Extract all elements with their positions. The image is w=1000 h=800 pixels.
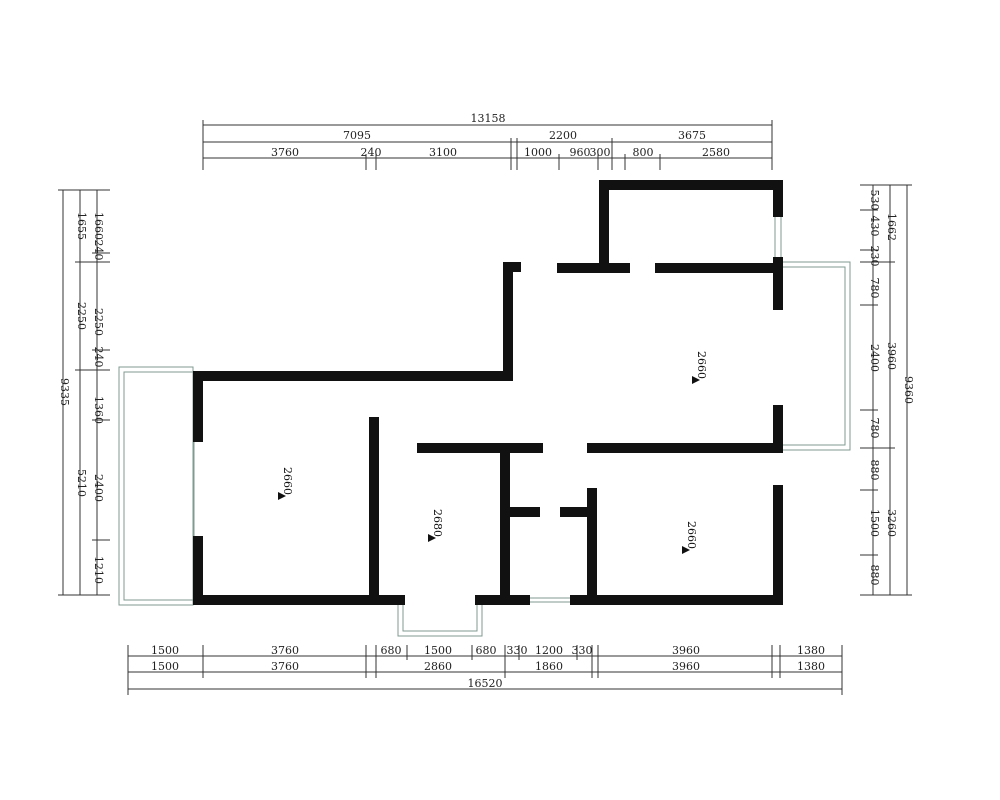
dim-label: 1200: [535, 644, 563, 657]
dim-label: 880: [868, 460, 881, 481]
right-windows: [774, 212, 782, 555]
dim-label: 800: [633, 146, 654, 159]
dim-label: 3760: [271, 660, 299, 673]
room-elevation-left: 2660: [278, 467, 294, 500]
dim-label: 530: [868, 190, 881, 211]
dim-label: 2400: [92, 474, 105, 502]
dim-label: 3960: [885, 342, 898, 370]
dim-label: 1655: [75, 212, 88, 240]
room-elevation-top-right: 2660: [692, 351, 708, 384]
dim-label: 3675: [678, 129, 706, 142]
dim-label: 16520: [468, 677, 503, 690]
dim-label: 2250: [92, 308, 105, 336]
dim-label: 1000: [524, 146, 552, 159]
elevation-label: 2660: [685, 521, 698, 549]
balconies: [118, 212, 851, 637]
dim-label: 300: [590, 146, 611, 159]
dim-label: 240: [92, 347, 105, 368]
dim-label: 230: [868, 246, 881, 267]
dim-label: 2400: [868, 344, 881, 372]
dim-label: 1210: [92, 556, 105, 584]
dim-label: 1662: [885, 213, 898, 241]
elevation-marker-icon: [682, 546, 690, 554]
dim-label: 2200: [549, 129, 577, 142]
dim-label: 1360: [92, 396, 105, 424]
dim-label: 5210: [75, 469, 88, 497]
dim-label: 1500: [151, 660, 179, 673]
dim-label: 3260: [885, 509, 898, 537]
dim-label: 2250: [75, 302, 88, 330]
bottom-window: [525, 597, 575, 603]
dim-label: 3760: [271, 146, 299, 159]
dim-label: 330: [572, 644, 593, 657]
walls: [193, 180, 783, 605]
dim-label: 780: [868, 418, 881, 439]
dim-label: 1380: [797, 644, 825, 657]
dim-label: 680: [381, 644, 402, 657]
right-dimensions: 530 430 230 780 2400 780 880 1500 880 16…: [860, 184, 915, 596]
dim-label: 960: [570, 146, 591, 159]
elevation-label: 2660: [695, 351, 708, 379]
dim-label: 1380: [797, 660, 825, 673]
dim-label: 780: [868, 278, 881, 299]
dim-label: 9360: [902, 376, 915, 404]
room-elevation-middle: 2680: [428, 509, 444, 542]
dim-label: 430: [868, 216, 881, 237]
dim-label: 240: [92, 240, 105, 261]
elevation-label: 2680: [431, 509, 444, 537]
dim-label: 13158: [471, 112, 506, 125]
room-elevation-bottom-right: 2660: [682, 521, 698, 554]
dim-label: 1860: [535, 660, 563, 673]
room-elevations: 2660 2680 2660 2660: [278, 351, 708, 554]
elevation-label: 2660: [281, 467, 294, 495]
dim-label: 880: [868, 565, 881, 586]
dim-label: 330: [507, 644, 528, 657]
dim-label: 3760: [271, 644, 299, 657]
dim-label: 3100: [429, 146, 457, 159]
dim-label: 680: [476, 644, 497, 657]
dim-label: 3960: [672, 660, 700, 673]
bottom-dimensions: 1500 3760 680 1500 680 330 1200 330 3960…: [127, 644, 843, 695]
left-dimensions: 9335 1655 2250 5210 1660 240 2250 240 13…: [58, 189, 110, 596]
dim-label: 2580: [702, 146, 730, 159]
dim-label: 9335: [58, 378, 71, 406]
dim-label: 2860: [424, 660, 452, 673]
left-balcony: [118, 366, 194, 606]
dim-label: 240: [361, 146, 382, 159]
dim-label: 7095: [343, 129, 371, 142]
dim-label: 1500: [424, 644, 452, 657]
bay-window: [397, 605, 483, 637]
elevation-marker-icon: [278, 492, 286, 500]
top-dimensions: 13158 7095 2200 3675 3760 240 3100 1000 …: [202, 112, 773, 170]
elevation-marker-icon: [428, 534, 436, 542]
dim-label: 1660: [92, 212, 105, 240]
left-balcony-inner: [123, 371, 195, 601]
right-balcony: [783, 261, 851, 451]
dim-label: 1500: [151, 644, 179, 657]
dim-label: 3960: [672, 644, 700, 657]
dim-label: 1500: [868, 509, 881, 537]
elevation-marker-icon: [692, 376, 700, 384]
